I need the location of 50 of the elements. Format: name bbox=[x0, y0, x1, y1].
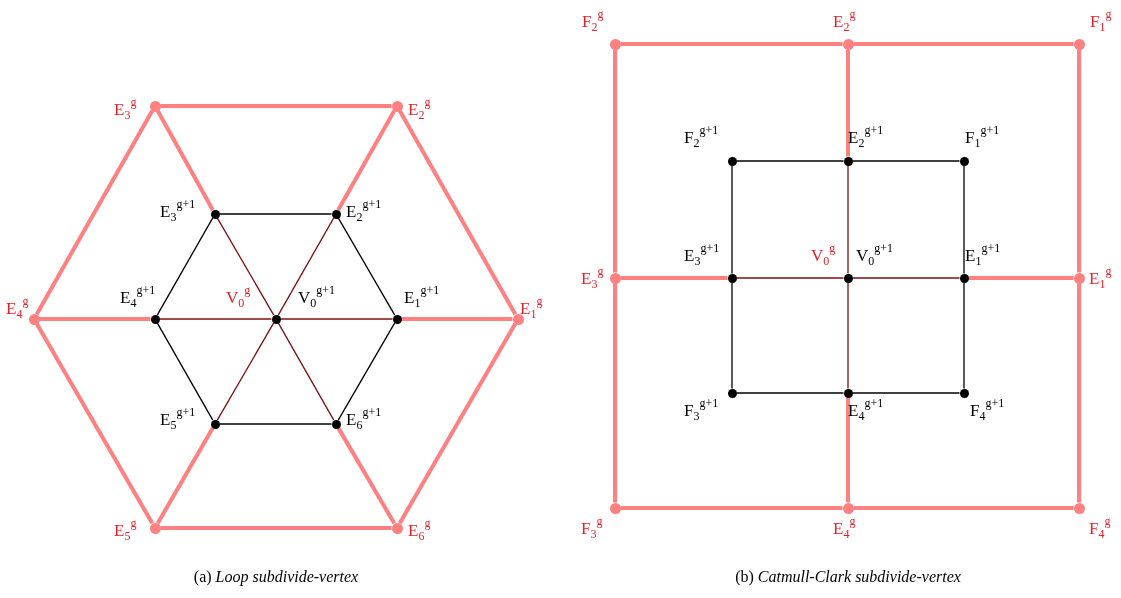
mesh-edge bbox=[156, 217, 214, 316]
mesh-edge bbox=[853, 506, 1074, 510]
mesh-edge bbox=[963, 281, 965, 390]
mesh-edge bbox=[735, 277, 845, 279]
mesh-edge bbox=[846, 397, 850, 503]
mesh-edge bbox=[160, 104, 392, 108]
mesh-edge bbox=[337, 217, 396, 316]
mesh-edge bbox=[1077, 49, 1081, 273]
mesh-edge bbox=[847, 164, 849, 275]
mesh-edge bbox=[337, 322, 396, 421]
mesh-edge bbox=[846, 49, 850, 157]
mesh-edge bbox=[35, 322, 154, 525]
mesh-edge bbox=[155, 109, 215, 212]
mesh-edge bbox=[620, 42, 843, 46]
mesh-edge bbox=[160, 526, 392, 530]
mesh-edge bbox=[731, 164, 733, 275]
mesh-edge bbox=[847, 281, 849, 390]
mesh-edge bbox=[156, 322, 214, 421]
mesh-edge bbox=[851, 277, 961, 279]
mesh-edge bbox=[851, 392, 961, 394]
mesh-edge bbox=[336, 109, 397, 212]
mesh-edge bbox=[216, 322, 275, 421]
mesh-edge bbox=[218, 423, 333, 425]
mesh-edge bbox=[620, 506, 843, 510]
mesh-edge bbox=[851, 160, 961, 162]
mesh-edge bbox=[1077, 283, 1081, 503]
mesh-edge bbox=[620, 276, 728, 280]
mesh-edge bbox=[216, 217, 275, 316]
mesh-edge bbox=[968, 276, 1074, 280]
mesh-edge bbox=[731, 281, 733, 390]
mesh-edge bbox=[39, 317, 151, 321]
mesh-edge bbox=[158, 318, 273, 320]
mesh-edge bbox=[218, 213, 333, 215]
mesh-edge bbox=[336, 426, 396, 525]
mesh-edge bbox=[277, 217, 335, 316]
mesh-edge bbox=[156, 426, 215, 525]
mesh-edge bbox=[613, 49, 617, 273]
mesh-edge bbox=[963, 164, 965, 275]
mesh-edge bbox=[35, 109, 154, 316]
mesh-edge bbox=[398, 322, 517, 525]
mesh-edge bbox=[735, 392, 845, 394]
figure-caption: (a) Loop subdivide-vertex bbox=[193, 568, 359, 586]
mesh-edge bbox=[277, 322, 335, 421]
mesh-edge bbox=[398, 109, 517, 316]
mesh-edge bbox=[401, 317, 513, 321]
mesh-edge bbox=[279, 318, 394, 320]
mesh-edge bbox=[853, 42, 1074, 46]
mesh-edge bbox=[735, 160, 845, 162]
figure-caption: (b) Catmull-Clark subdivide-vertex bbox=[735, 568, 961, 586]
mesh-edge bbox=[613, 283, 617, 503]
